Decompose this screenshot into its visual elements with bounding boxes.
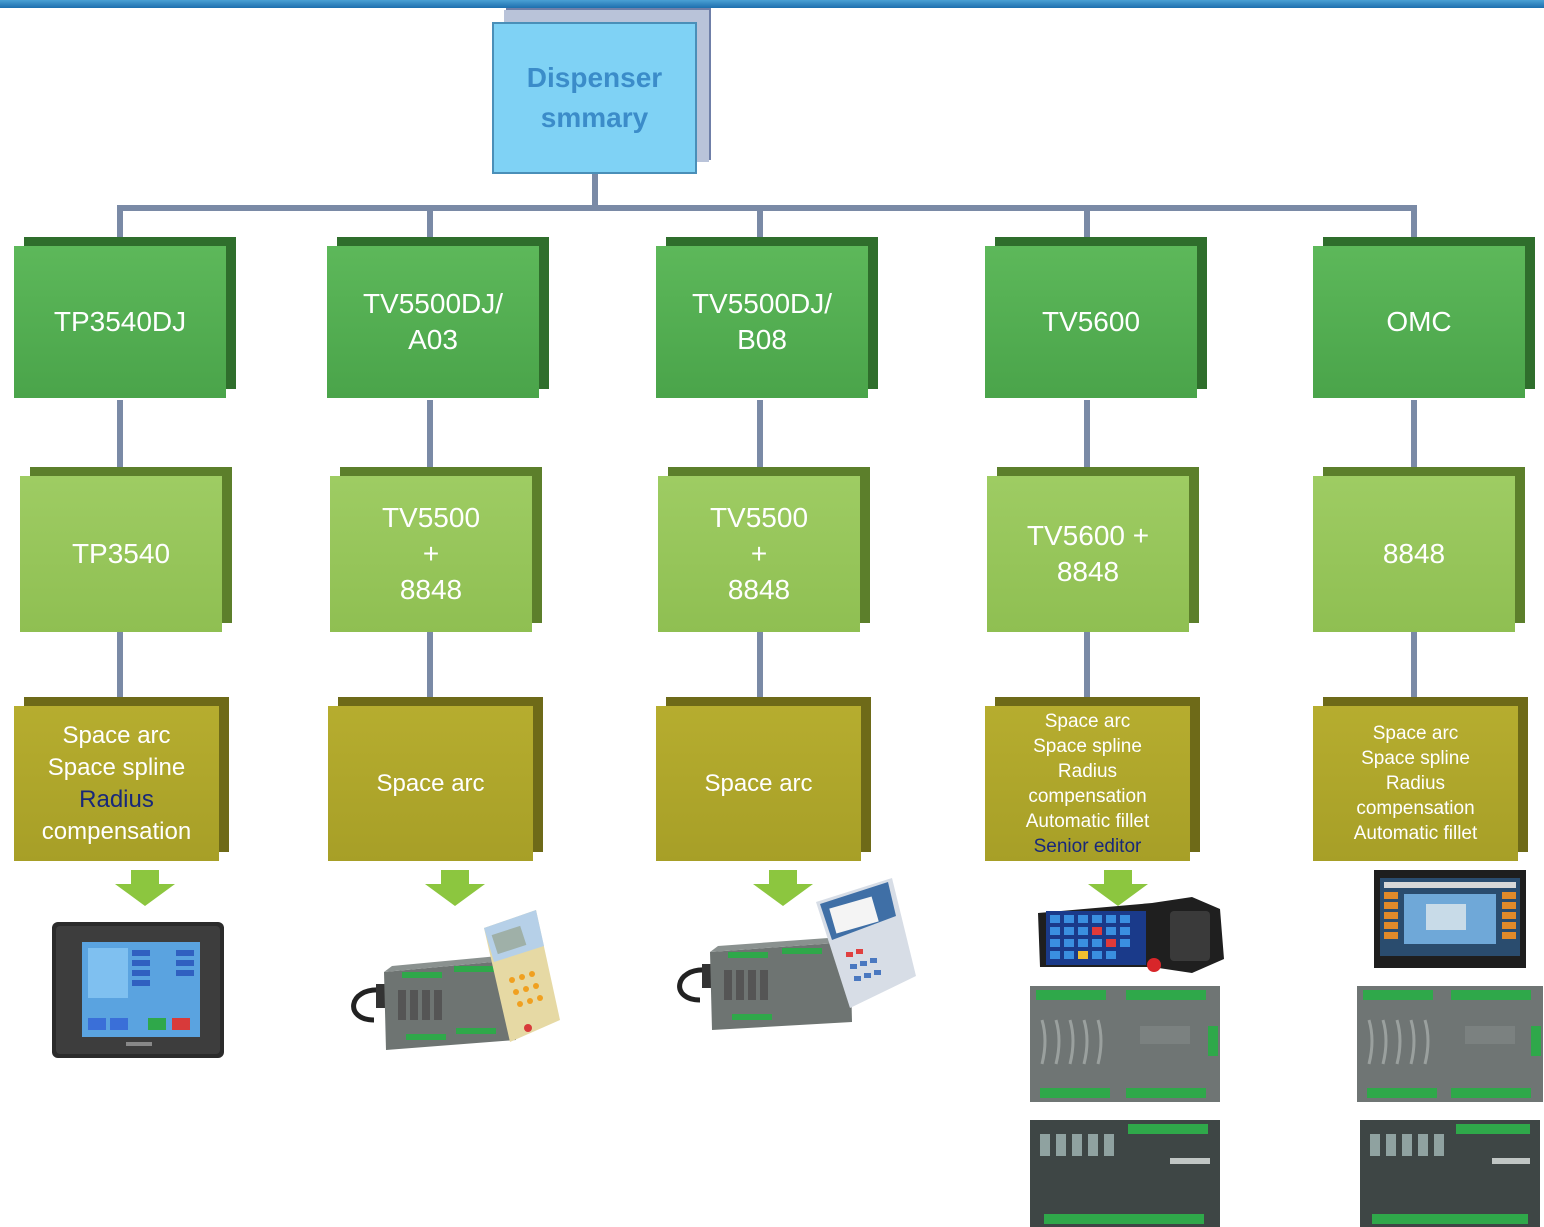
model-node-tv5500dj-b08: TV5500DJ/ B08 (656, 246, 868, 398)
controller-label-line-1: TV5600 + (1026, 520, 1150, 551)
motion-controller-icon (1030, 986, 1220, 1102)
touch-screen-panel-icon (52, 922, 224, 1058)
connector-model-to-controller-3 (757, 400, 763, 476)
controller-node-8848: 8848 (1313, 476, 1515, 632)
feature-item: compensation (1356, 798, 1475, 819)
model-label: OMC (1386, 306, 1452, 337)
features-node-tv5500dj-b08: Space arc (656, 706, 861, 861)
controller-label-line-1: TV5500 (381, 502, 481, 533)
feature-item: Space arc (62, 721, 171, 749)
feature-item: Radius (79, 785, 154, 813)
motion-controller-icon (1357, 986, 1543, 1102)
controller-label: TP3540 (71, 538, 171, 569)
controller-label: 8848 (1382, 538, 1446, 569)
feature-item: Automatic fillet (1025, 810, 1150, 832)
model-node-tp3540dj: TP3540DJ (14, 246, 226, 398)
handheld-teach-pendant-icon (1038, 897, 1224, 973)
model-node-tv5500dj-a03: TV5500DJ/ A03 (327, 246, 539, 398)
connector-controller-to-features-2 (427, 630, 433, 706)
feature-item: compensation (1028, 785, 1147, 807)
connector-drop-1 (117, 208, 123, 246)
connector-model-to-controller-2 (427, 400, 433, 476)
controller-node-tv5500-8848-a: TV5500 + 8848 (330, 476, 532, 632)
feature-item: Radius (1057, 760, 1118, 782)
connector-model-to-controller-4 (1084, 400, 1090, 476)
connector-drop-2 (427, 208, 433, 246)
connector-root-trunk (592, 174, 598, 208)
features-node-tp3540dj: Space arc Space spline Radius compensati… (14, 706, 219, 861)
feature-item: Space arc (1372, 723, 1459, 744)
model-node-omc: OMC (1313, 246, 1525, 398)
feature-item: Senior editor (1033, 835, 1142, 857)
controller-node-tv5600-8848: TV5600 + 8848 (987, 476, 1189, 632)
connector-controller-to-features-5 (1411, 630, 1417, 706)
connector-horizontal-bus (117, 205, 1417, 211)
feature-item: Space arc (376, 769, 485, 797)
root-title-line-2: smmary (540, 102, 649, 133)
connector-board-icon (1030, 1120, 1220, 1227)
connector-drop-5 (1411, 208, 1417, 246)
controller-node-tv5500-8848-b: TV5500 + 8848 (658, 476, 860, 632)
model-label-line-1: TV5500DJ/ (691, 288, 833, 319)
top-accent-bar (0, 0, 1544, 8)
root-node-dispenser-summary: Dispenser smmary (492, 22, 697, 174)
controller-label-line-2: 8848 (727, 574, 791, 605)
connector-model-to-controller-5 (1411, 400, 1417, 476)
features-node-omc: Space arc Space spline Radius compensati… (1313, 706, 1518, 861)
feature-item: Space spline (47, 753, 186, 781)
hmi-touch-screen-icon (1374, 870, 1526, 968)
model-label: TV5600 (1041, 306, 1141, 337)
controller-label-plus: + (750, 538, 768, 569)
controller-label-line-2: 8848 (399, 574, 463, 605)
connector-drop-4 (1084, 208, 1090, 246)
connector-controller-to-features-1 (117, 630, 123, 706)
model-label: TP3540DJ (53, 306, 187, 337)
controller-label-plus: + (422, 538, 440, 569)
feature-item: Space arc (704, 769, 813, 797)
feature-item: Space spline (1361, 748, 1470, 769)
model-label-line-1: TV5500DJ/ (362, 288, 504, 319)
feature-item: Space spline (1033, 735, 1142, 757)
feature-item: compensation (41, 817, 192, 845)
feature-item: Radius (1385, 773, 1446, 794)
controller-label-line-1: TV5500 (709, 502, 809, 533)
feature-item: Space arc (1044, 710, 1131, 732)
controller-with-handheld-pendant-icon (351, 910, 560, 1050)
model-label-line-2: A03 (408, 324, 458, 355)
root-title-line-1: Dispenser (526, 62, 663, 93)
feature-item: Automatic fillet (1353, 823, 1478, 844)
connector-controller-to-features-4 (1084, 630, 1090, 706)
controller-label-line-2: 8848 (1056, 556, 1120, 587)
features-node-tv5600: Space arc Space spline Radius compensati… (985, 706, 1190, 861)
connector-controller-to-features-3 (757, 630, 763, 706)
model-label-line-2: B08 (737, 324, 787, 355)
connector-board-icon (1360, 1120, 1540, 1227)
connector-model-to-controller-1 (117, 400, 123, 476)
connector-drop-3 (757, 208, 763, 246)
model-node-tv5600: TV5600 (985, 246, 1197, 398)
controller-node-tp3540: TP3540 (20, 476, 222, 632)
features-node-tv5500dj-a03: Space arc (328, 706, 533, 861)
controller-with-handheld-pendant-icon (677, 878, 916, 1030)
